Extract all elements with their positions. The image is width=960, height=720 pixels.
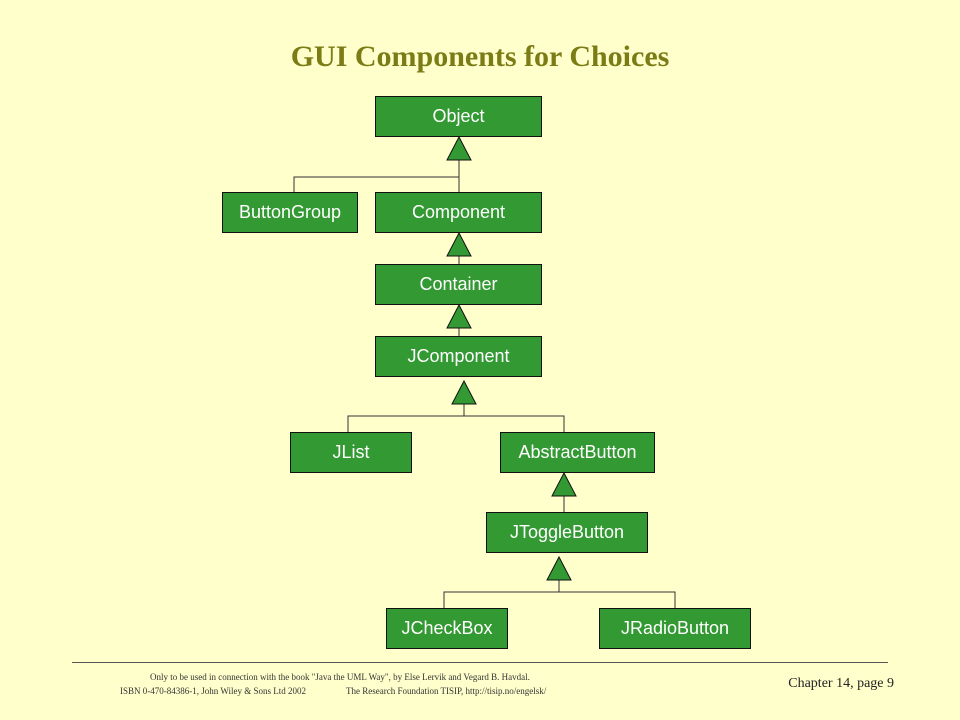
generalization-arrow-component (446, 231, 472, 257)
class-jcomponent: JComponent (375, 336, 542, 377)
page-number: Chapter 14, page 9 (788, 676, 894, 691)
footer-divider (72, 662, 888, 663)
generalization-arrow-jtogglebutton (546, 555, 572, 581)
class-container: Container (375, 264, 542, 305)
footer-line-2: ISBN 0-470-84386-1, John Wiley & Sons Lt… (120, 684, 660, 698)
class-object: Object (375, 96, 542, 137)
footer-isbn: ISBN 0-470-84386-1, John Wiley & Sons Lt… (120, 686, 306, 696)
class-jlist: JList (290, 432, 412, 473)
footer-copyright: Only to be used in connection with the b… (120, 670, 660, 698)
class-jtogglebutton: JToggleButton (486, 512, 648, 553)
footer-publisher: The Research Foundation TISIP, http://ti… (345, 686, 547, 696)
footer-line-1: Only to be used in connection with the b… (150, 672, 530, 682)
page-title: GUI Components for Choices (290, 40, 670, 73)
class-jcheckbox: JCheckBox (386, 608, 508, 649)
class-abstractbutton: AbstractButton (500, 432, 655, 473)
class-buttongroup: ButtonGroup (222, 192, 358, 233)
generalization-arrow-abstractbutton (551, 471, 577, 497)
generalization-arrow-object (446, 135, 472, 161)
generalization-arrow-container (446, 303, 472, 329)
generalization-arrow-jcomponent (451, 379, 477, 405)
class-jradiobutton: JRadioButton (599, 608, 751, 649)
class-component: Component (375, 192, 542, 233)
